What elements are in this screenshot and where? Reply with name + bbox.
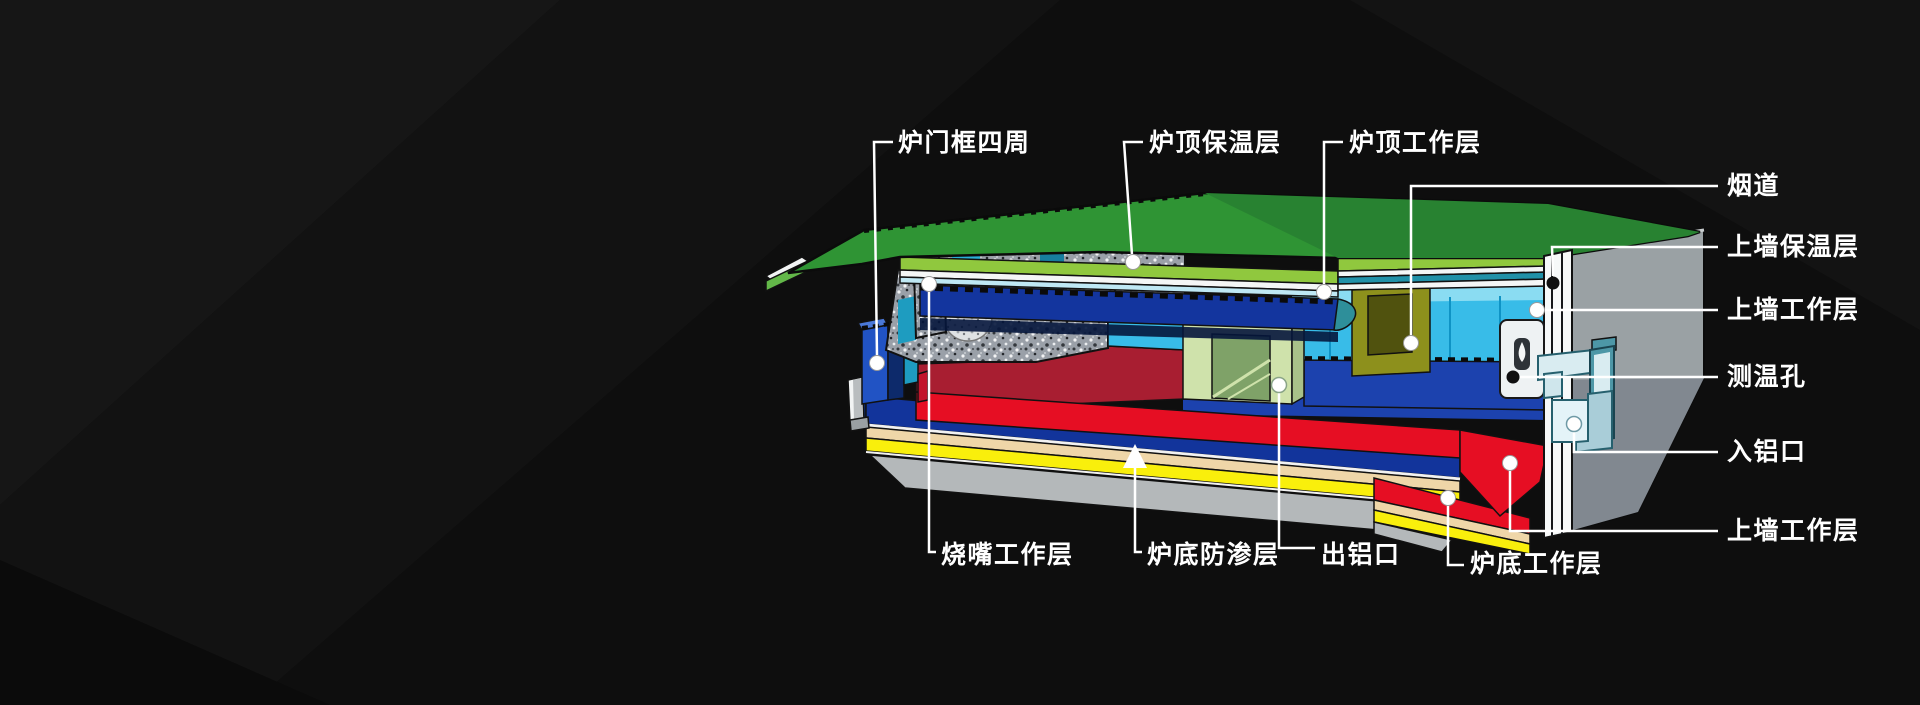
callout-label: 出铝口 bbox=[1321, 540, 1401, 569]
callout-label: 烟道 bbox=[1727, 171, 1780, 200]
callout-label: 炉底工作层 bbox=[1470, 549, 1603, 578]
callout-flue: 烟道 bbox=[1403, 171, 1780, 351]
callout-dot bbox=[1440, 490, 1456, 506]
callout-dot bbox=[1403, 335, 1419, 351]
callout-label: 烧嘴工作层 bbox=[941, 540, 1074, 569]
background-facet bbox=[0, 0, 1060, 705]
callout-label: 炉顶工作层 bbox=[1349, 128, 1482, 157]
callout-label: 上墙工作层 bbox=[1727, 295, 1860, 324]
thermo-inlet-assembly bbox=[1499, 319, 1617, 454]
callout-aluminum-inlet: 入铝口 bbox=[1565, 415, 1807, 466]
callout-temperature-measuring-hole: 测温孔 bbox=[1506, 362, 1807, 391]
hearth-red-corner bbox=[1459, 429, 1549, 518]
callout-label: 炉门框四周 bbox=[898, 128, 1031, 157]
callout-label: 炉底防渗层 bbox=[1147, 540, 1280, 569]
callout-label: 上墙工作层 bbox=[1727, 516, 1860, 545]
callout-upper-wall-working-layer-2: 上墙工作层 bbox=[1502, 455, 1860, 545]
callout-dot bbox=[1125, 254, 1141, 270]
callout-dot bbox=[1270, 376, 1288, 394]
callout-label: 入铝口 bbox=[1727, 437, 1807, 466]
callout-label: 上墙保温层 bbox=[1727, 232, 1860, 261]
callout-dot-dark bbox=[1546, 276, 1560, 290]
background-facet bbox=[0, 560, 330, 705]
roof-assembly bbox=[764, 191, 1701, 342]
callout-furnace-door-frame: 炉门框四周 bbox=[869, 128, 1031, 371]
callout-upper-wall-insulation-layer: 上墙保温层 bbox=[1546, 232, 1860, 290]
callout-dot bbox=[921, 276, 937, 292]
callout-dot bbox=[869, 355, 885, 371]
callout-dot bbox=[1316, 284, 1332, 300]
flue-block bbox=[1342, 275, 1432, 377]
callouts: 炉门框四周 炉顶保温层 炉顶工作层 烟道 上墙保温层 上墙工作层 bbox=[869, 128, 1860, 578]
callout-dot bbox=[1529, 302, 1545, 318]
flue-opening bbox=[1367, 293, 1413, 356]
background-facet bbox=[1350, 0, 1920, 330]
roof-beam-tip bbox=[1333, 298, 1357, 331]
callout-dot bbox=[1565, 415, 1583, 433]
furnace-body bbox=[764, 191, 1705, 555]
callout-arrow bbox=[1123, 444, 1147, 468]
roof-top-slab-shade bbox=[1205, 193, 1700, 258]
callout-label: 测温孔 bbox=[1727, 362, 1807, 391]
callout-bottom-seepage-proof-layer: 炉底防渗层 bbox=[1123, 444, 1280, 569]
callout-burner-working-layer: 烧嘴工作层 bbox=[921, 276, 1074, 569]
callout-dot-dark bbox=[1506, 370, 1520, 384]
callout-aluminum-outlet: 出铝口 bbox=[1270, 376, 1401, 569]
callout-label: 炉顶保温层 bbox=[1149, 128, 1282, 157]
callout-roof-insulation-layer: 炉顶保温层 bbox=[1122, 128, 1282, 270]
callout-dot bbox=[1502, 455, 1518, 471]
callout-upper-wall-working-layer: 上墙工作层 bbox=[1529, 295, 1860, 324]
callout-bottom-working-layer: 炉底工作层 bbox=[1440, 490, 1603, 578]
callout-roof-working-layer: 炉顶工作层 bbox=[1316, 128, 1482, 300]
